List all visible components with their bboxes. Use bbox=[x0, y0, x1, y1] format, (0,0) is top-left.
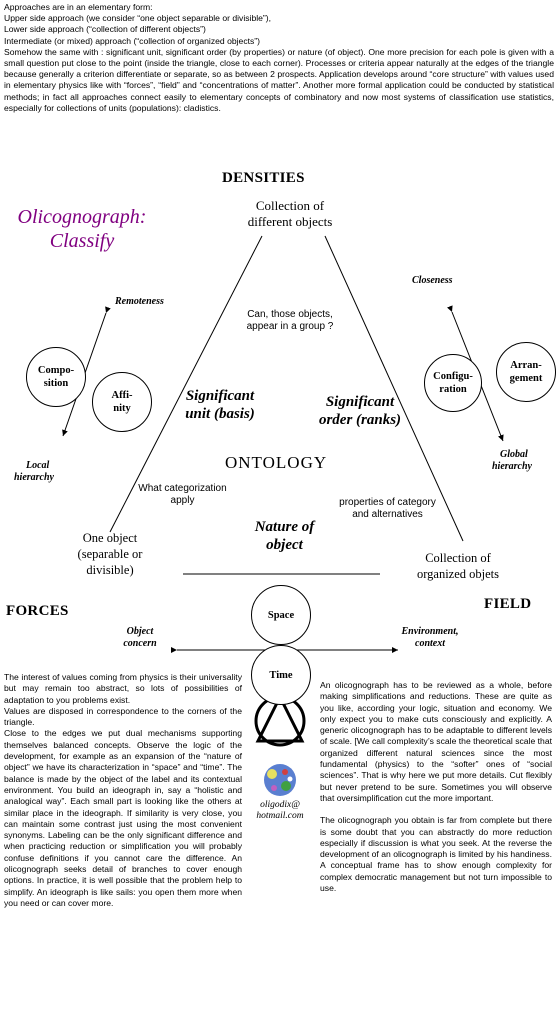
space-circle: Space bbox=[251, 585, 311, 645]
paragraph: Values are disposed in correspondence to… bbox=[4, 705, 242, 728]
intro-line: Upper side approach (we consider “one ob… bbox=[4, 13, 272, 24]
densities-heading: DENSITIES bbox=[222, 170, 305, 186]
significant-order-label: Significant order (ranks) bbox=[300, 393, 420, 429]
time-circle: Time bbox=[251, 645, 311, 705]
significant-unit-label: Significant unit (basis) bbox=[165, 387, 275, 423]
label-line: Can, those objects, bbox=[247, 309, 333, 320]
label-line: Nature of bbox=[254, 519, 315, 535]
label-line: concern bbox=[123, 638, 157, 649]
paragraph: Close to the edges we put dual mechanism… bbox=[4, 728, 242, 908]
label-line: ration bbox=[439, 384, 467, 395]
field-heading: FIELD bbox=[484, 596, 532, 612]
label-line: appear in a group ? bbox=[246, 321, 334, 332]
label-line: Significant bbox=[185, 388, 255, 404]
intro-paragraph: Somehow the same with : significant unit… bbox=[4, 46, 554, 113]
globe-icon bbox=[264, 764, 296, 796]
label-line: Time bbox=[269, 669, 293, 681]
object-concern-label: Object concern bbox=[105, 626, 175, 650]
properties-question: properties of category and alternatives bbox=[325, 497, 450, 521]
local-hierarchy-label: Local hierarchy bbox=[14, 460, 54, 484]
label-line: gement bbox=[509, 373, 543, 384]
forces-heading: FORCES bbox=[6, 603, 69, 619]
title-line: Olicognograph: bbox=[17, 206, 147, 228]
label-line: Local bbox=[26, 460, 50, 471]
label-line: unit (basis) bbox=[185, 406, 255, 422]
top-corner-label: Collection of different objects bbox=[210, 198, 370, 230]
label-line: What categorization bbox=[138, 483, 227, 494]
label-line: context bbox=[415, 638, 445, 649]
triangle-left-edge bbox=[109, 235, 263, 533]
remoteness-label: Remoteness bbox=[115, 296, 164, 307]
what-categorization-question: What categorization apply bbox=[120, 483, 245, 507]
label-line: Compo- bbox=[37, 365, 75, 376]
right-corner-label: Collection of organized objets bbox=[393, 550, 523, 582]
label-line: divisible) bbox=[86, 563, 134, 577]
label-line: Arran- bbox=[510, 360, 542, 371]
configuration-circle: Configu-ration bbox=[424, 354, 482, 412]
label-line: and alternatives bbox=[352, 509, 423, 520]
environment-context-label: Environment, context bbox=[380, 626, 480, 650]
label-line: properties of category bbox=[339, 497, 436, 508]
label-line: nity bbox=[113, 403, 131, 414]
label-line: organized objets bbox=[416, 567, 500, 581]
label-line: Object bbox=[126, 626, 154, 637]
label-line: Collection of bbox=[255, 198, 325, 213]
label-line: oligodix@ bbox=[260, 800, 300, 810]
top-question: Can, those objects, appear in a group ? bbox=[225, 309, 355, 333]
label-line: object bbox=[266, 537, 303, 553]
affinity-circle: Affi-nity bbox=[92, 372, 152, 432]
label-line: hierarchy bbox=[492, 461, 532, 472]
nature-of-object-label: Nature of object bbox=[232, 518, 337, 554]
label-line: hierarchy bbox=[14, 472, 54, 483]
global-hierarchy-label: Global hierarchy bbox=[492, 449, 532, 473]
label-line: different objects bbox=[247, 214, 333, 229]
diagram-title: Olicognograph: Classify bbox=[12, 205, 152, 253]
title-line: Classify bbox=[49, 230, 115, 252]
label-line: Significant bbox=[325, 394, 395, 410]
intro-line: Approaches are in an elementary form: bbox=[4, 2, 153, 12]
closeness-label: Closeness bbox=[412, 275, 453, 286]
label-line: Configu- bbox=[433, 371, 473, 382]
label-line: Collection of bbox=[425, 551, 491, 565]
ontology-heading: ONTOLOGY bbox=[225, 453, 328, 472]
label-line: apply bbox=[170, 495, 195, 506]
paragraph: An olicognograph has to be reviewed as a… bbox=[320, 680, 552, 803]
label-line: Space bbox=[267, 609, 295, 621]
left-body-text: The interest of values coming from physi… bbox=[4, 672, 242, 909]
label-line: Environment, bbox=[401, 626, 459, 637]
label-line: sition bbox=[43, 378, 69, 389]
triangle-right-edge bbox=[324, 235, 464, 542]
email-address: oligodix@ hotmail.com bbox=[248, 800, 312, 822]
label-line: order (ranks) bbox=[318, 412, 402, 428]
intro-line: Lower side approach (“collection of diff… bbox=[4, 24, 206, 35]
intro-line: Intermediate (or mixed) approach (“colle… bbox=[4, 35, 261, 46]
paragraph: The olicognograph you obtain is far from… bbox=[320, 815, 552, 894]
label-line: One object bbox=[82, 531, 138, 545]
label-line: Global bbox=[500, 449, 528, 460]
paragraph: The interest of values coming from physi… bbox=[4, 672, 242, 705]
label-line: (separable or bbox=[77, 547, 143, 561]
intro-text: Approaches are in an elementary form: Up… bbox=[4, 2, 554, 114]
label-line: Affi- bbox=[111, 390, 133, 401]
right-body-text: An olicognograph has to be reviewed as a… bbox=[320, 680, 552, 905]
left-corner-label: One object (separable or divisible) bbox=[55, 530, 165, 578]
composition-circle: Compo-sition bbox=[26, 347, 86, 407]
arrangement-circle: Arran-gement bbox=[496, 342, 556, 402]
label-line: hotmail.com bbox=[256, 811, 304, 821]
